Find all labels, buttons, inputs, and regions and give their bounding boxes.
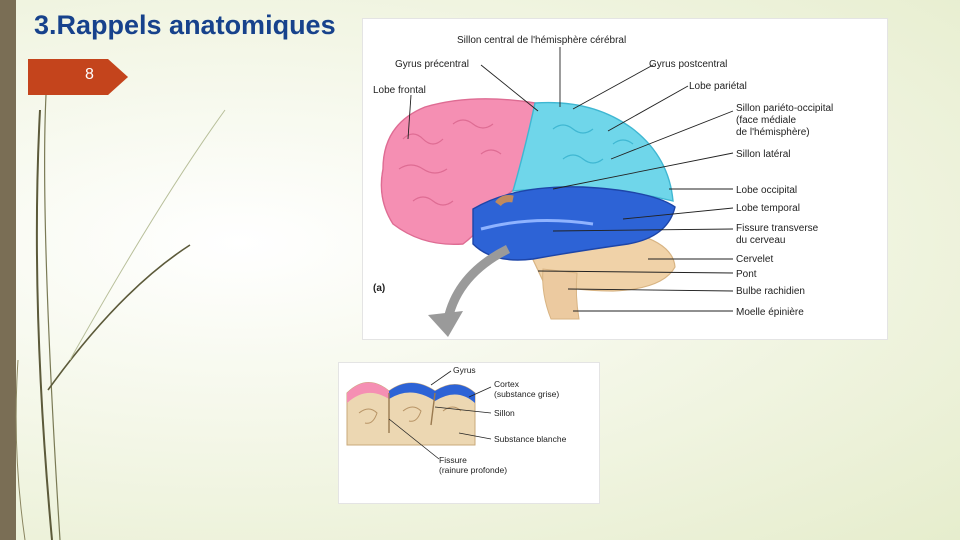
label-fissure-1: Fissure [439, 455, 467, 465]
label-frontal-lobe: Lobe frontal [373, 85, 426, 96]
label-gyrus: Gyrus [453, 365, 476, 375]
label-transverse-fissure-2: du cerveau [736, 235, 785, 246]
label-spinal-cord: Moelle épinière [736, 307, 804, 318]
brain-lateral-view-figure: Sillon central de l'hémisphère cérébral … [362, 18, 888, 340]
label-temporal-lobe: Lobe temporal [736, 203, 800, 214]
parietal-lobe-shape [513, 103, 673, 201]
label-fissure-2: (rainure profonde) [439, 465, 507, 475]
label-parieto-occipital-3: de l'hémisphère) [736, 127, 810, 138]
label-pons: Pont [736, 269, 757, 280]
label-cortex-1: Cortex [494, 379, 520, 389]
brainstem-shape [543, 269, 579, 319]
label-white-matter: Substance blanche [494, 434, 567, 444]
label-cerebellum: Cervelet [736, 254, 773, 265]
label-parieto-occipital-1: Sillon pariéto-occipital [736, 103, 833, 114]
page-number: 8 [85, 66, 94, 84]
label-postcentral-gyrus: Gyrus postcentral [649, 59, 727, 70]
label-sulcus: Sillon [494, 408, 515, 418]
label-precentral-gyrus: Gyrus précentral [395, 59, 469, 70]
panel-label: (a) [373, 283, 385, 294]
cortex-section-figure: Gyrus Cortex (substance grise) Sillon Su… [338, 362, 600, 504]
page-number-tag [28, 59, 128, 95]
label-lateral-sulcus: Sillon latéral [736, 149, 790, 160]
slide-title: 3.Rappels anatomiques [34, 10, 336, 41]
label-medulla: Bulbe rachidien [736, 286, 805, 297]
cortex-diagram: Gyrus Cortex (substance grise) Sillon Su… [339, 363, 599, 503]
label-parieto-occipital-2: (face médiale [736, 115, 796, 126]
label-parietal-lobe: Lobe pariétal [689, 81, 747, 92]
label-transverse-fissure-1: Fissure transverse [736, 223, 819, 234]
brain-diagram: Sillon central de l'hémisphère cérébral … [363, 19, 887, 339]
label-central-sulcus: Sillon central de l'hémisphère cérébral [457, 35, 626, 46]
label-occipital-lobe: Lobe occipital [736, 185, 797, 196]
label-cortex-2: (substance grise) [494, 389, 559, 399]
